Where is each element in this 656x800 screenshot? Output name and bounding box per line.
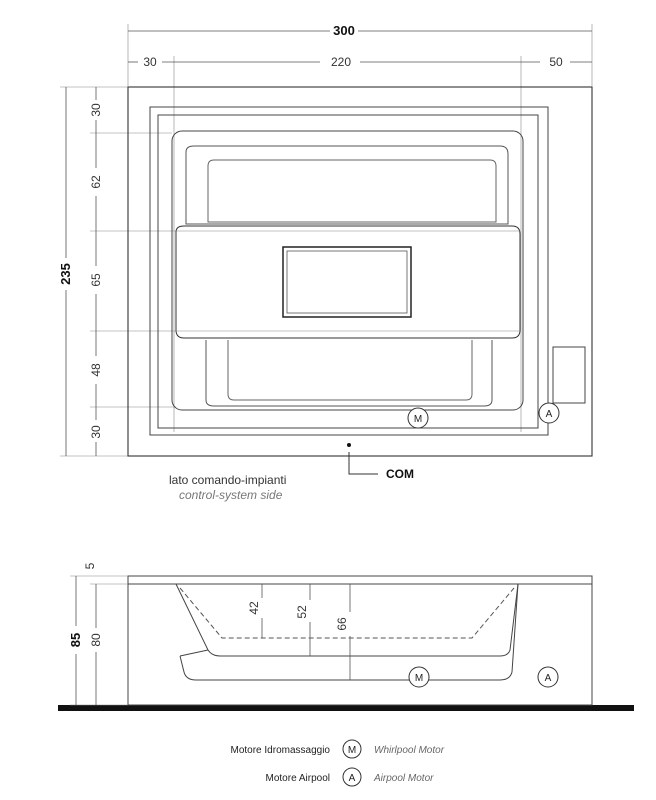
- control-side-label-en: control-system side: [179, 488, 283, 502]
- com-connection: COM: [347, 443, 414, 481]
- section-view: 42 52 66 5 85 80 M A: [58, 562, 634, 711]
- section-seat-profile-dashed: [179, 587, 515, 639]
- dim-label-seg-4: 48: [89, 363, 103, 377]
- upper-backrest-outline: [185, 145, 509, 225]
- dim-label-depth-3: 66: [335, 617, 349, 631]
- plan-whirlpool-symbol: M: [414, 414, 422, 425]
- tub-outer-outline: [127, 86, 593, 457]
- legend-item-whirlpool: Motore Idromassaggio M Whirlpool Motor: [231, 739, 445, 759]
- plan-airpool-symbol: A: [546, 409, 553, 420]
- control-panel-frame: [282, 246, 412, 318]
- section-basin-profile: [175, 583, 519, 657]
- legend: Motore Idromassaggio M Whirlpool Motor M…: [231, 739, 445, 787]
- dim-overall-width: 300: [127, 23, 593, 86]
- section-basin-bottom: [179, 583, 519, 681]
- legend-label-it: Motore Idromassaggio: [231, 745, 331, 756]
- legend-symbol: M: [348, 745, 356, 756]
- central-band-outline: [175, 225, 521, 339]
- upper-backrest-inner: [207, 159, 497, 223]
- plan-whirlpool-marker: M: [407, 407, 429, 429]
- dim-label-depth-2: 52: [295, 605, 309, 619]
- dim-label-seg-1: 30: [89, 103, 103, 117]
- lower-seat-inner: [227, 340, 473, 401]
- section-height-dims: 5 85 80: [68, 562, 128, 706]
- dim-overall-depth: 235: [58, 86, 128, 457]
- control-side-label: lato comando-impianti: [169, 473, 286, 487]
- section-whirlpool-symbol: M: [415, 673, 423, 684]
- legend-label-en: Airpool Motor: [373, 773, 434, 784]
- legend-symbol: A: [349, 773, 356, 784]
- airpool-motor-box: [552, 346, 586, 404]
- section-airpool-symbol: A: [545, 673, 552, 684]
- dim-label-seg-5: 30: [89, 425, 103, 439]
- com-label: COM: [386, 467, 414, 481]
- plan-view: 300 30 220 50 235: [58, 23, 593, 502]
- legend-label-en: Whirlpool Motor: [374, 745, 445, 756]
- section-tub-body: [127, 583, 593, 706]
- dim-label-seg-3: 65: [89, 273, 103, 287]
- section-whirlpool-marker: M: [408, 666, 430, 688]
- dim-label-rim: 5: [83, 562, 97, 569]
- plan-airpool-marker: A: [538, 402, 560, 424]
- section-airpool-marker: A: [537, 666, 559, 688]
- lower-seat-outline: [205, 340, 493, 407]
- dim-label-overall-width: 300: [333, 23, 355, 38]
- tub-rim-inner-outline: [157, 114, 539, 429]
- dim-label-left-offset: 30: [143, 55, 157, 69]
- floor-line: [58, 705, 634, 711]
- section-depth-dims: 42 52 66: [247, 584, 351, 680]
- dim-label-seg-2: 62: [89, 175, 103, 189]
- dim-label-body-height: 80: [89, 633, 103, 647]
- legend-label-it: Motore Airpool: [266, 773, 330, 784]
- control-panel-screen: [286, 250, 408, 314]
- basin-outline: [171, 130, 524, 411]
- dim-label-total-height: 85: [68, 633, 83, 647]
- dim-label-depth-1: 42: [247, 601, 261, 615]
- dim-label-right-offset: 50: [549, 55, 563, 69]
- dim-label-overall-depth: 235: [58, 263, 73, 285]
- dim-label-inner-width: 220: [331, 55, 351, 69]
- dim-width-segments: 30 220 50: [128, 55, 592, 432]
- tub-rim-outline: [149, 106, 549, 436]
- legend-item-airpool: Motore Airpool A Airpool Motor: [266, 767, 434, 787]
- dim-depth-segments: 30 62 65 48 30: [89, 87, 176, 456]
- section-tub-top-rim: [127, 575, 593, 585]
